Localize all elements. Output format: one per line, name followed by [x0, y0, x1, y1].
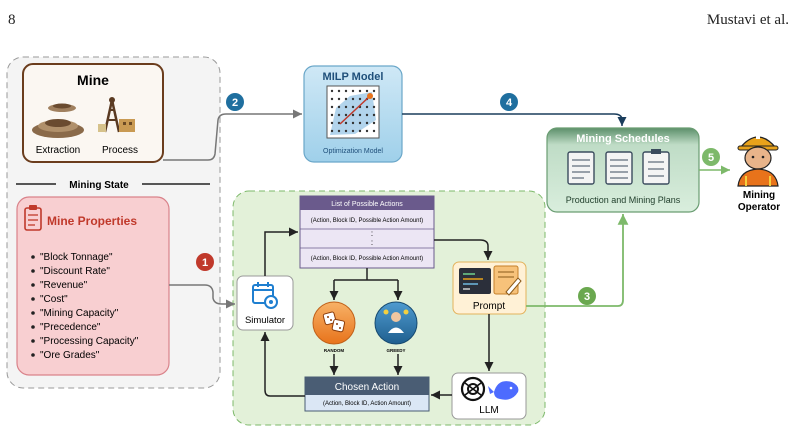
property-item: "Ore Grades"	[40, 350, 100, 361]
clipboard-icon	[24, 205, 42, 231]
possible-action-row: (Action, Block ID, Possible Action Amoun…	[311, 218, 423, 224]
random-policy-icon	[312, 301, 356, 345]
schedules-title: Mining Schedules	[576, 133, 670, 145]
svg-text:1: 1	[202, 257, 208, 269]
mine-title: Mine	[77, 72, 109, 88]
possible-action-row: (Action, Block ID, Possible Action Amoun…	[311, 256, 423, 262]
svg-text:4: 4	[506, 97, 513, 109]
property-item: "Precedence"	[40, 322, 101, 333]
step-badge-1: 1	[196, 253, 214, 271]
chosen-action-detail: (Action, Block ID, Action Amount)	[323, 401, 411, 407]
calendar-gear-icon	[252, 282, 278, 309]
property-item: "Revenue"	[40, 280, 88, 291]
open-pit-icon	[32, 103, 84, 138]
svg-text:3: 3	[584, 291, 590, 303]
property-item: "Processing Capacity"	[40, 336, 139, 347]
svg-text:2: 2	[232, 97, 238, 109]
arrow-mine-to-milp	[163, 109, 302, 161]
possible-actions-title: List of Possible Actions	[331, 201, 403, 208]
greedy-label: GREEDY	[386, 348, 405, 353]
milp-subtitle: Optimization Model	[323, 148, 383, 155]
milp-title: MILP Model	[323, 71, 384, 83]
prompt-label: Prompt	[473, 301, 505, 312]
greedy-policy-icon	[374, 301, 418, 345]
step-badge-4: 4	[500, 93, 518, 111]
llm-label: LLM	[479, 405, 498, 416]
process-label: Process	[102, 145, 138, 156]
property-item: "Discount Rate"	[40, 266, 110, 277]
random-label: RANDOM	[324, 348, 344, 353]
chosen-action-header	[305, 377, 429, 395]
running-header-authors: Mustavi et al.	[706, 12, 789, 28]
possible-action-ellipsis-top: :	[371, 229, 373, 238]
chosen-action-title: Chosen Action	[335, 382, 400, 393]
mining-operator-icon	[737, 134, 779, 187]
mining-state-label: Mining State	[69, 180, 129, 191]
extraction-label: Extraction	[36, 145, 80, 156]
property-item: "Cost"	[40, 294, 68, 305]
arrow-chosen-to-simulator	[260, 332, 305, 397]
property-item: "Block Tonnage"	[40, 252, 113, 263]
possible-actions-header	[300, 196, 434, 210]
arrow-properties-to-simulator	[169, 284, 235, 309]
arrow-actions-to-policies	[333, 268, 399, 300]
operator-label-line1: Mining	[743, 190, 775, 201]
arrow-simulator-to-actions	[264, 227, 298, 276]
arrow-prompt-to-schedules	[526, 214, 629, 307]
property-item: "Mining Capacity"	[40, 308, 119, 319]
prompt-code-icon	[459, 265, 522, 296]
documents-icon	[567, 149, 670, 185]
step-badge-5: 5	[702, 148, 720, 166]
mine-properties-title: Mine Properties	[47, 214, 137, 228]
openai-logo-icon	[460, 376, 486, 402]
possible-action-ellipsis-bottom: :	[371, 238, 373, 247]
arrow-milp-to-schedules	[402, 113, 627, 126]
operator-label-line2: Operator	[738, 202, 780, 213]
step-badge-2: 2	[226, 93, 244, 111]
schedules-subtitle: Production and Mining Plans	[566, 195, 681, 205]
headframe-icon	[98, 97, 135, 133]
arrow-actions-to-prompt	[434, 239, 493, 260]
mine-properties-box	[16, 196, 170, 376]
deepseek-whale-icon	[488, 381, 519, 400]
step-badge-3: 3	[578, 287, 596, 305]
simulator-label: Simulator	[245, 315, 285, 326]
svg-text:5: 5	[708, 152, 714, 164]
page-number: 8	[8, 12, 16, 28]
optimization-grid-icon	[326, 85, 380, 139]
